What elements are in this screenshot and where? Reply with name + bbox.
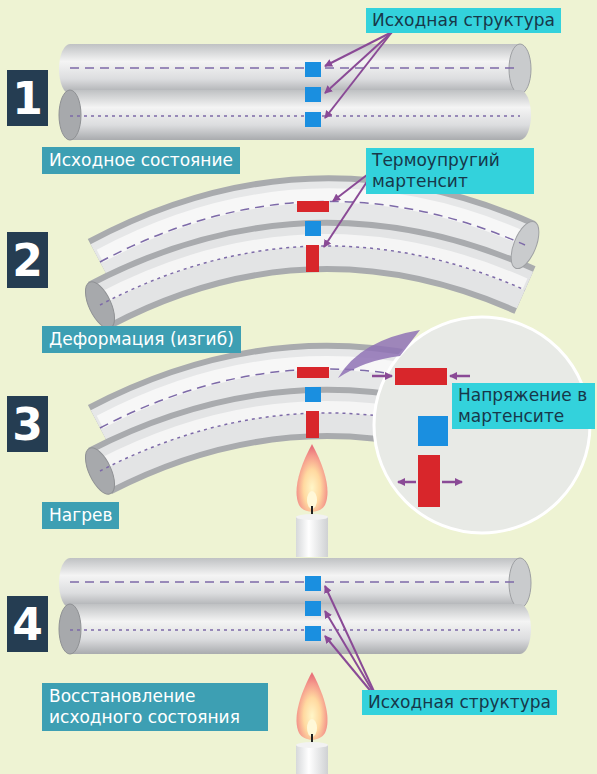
candle [296, 444, 328, 557]
label-text: Исходное состояние [49, 150, 233, 171]
leader-lines [325, 586, 378, 700]
step-label: Восстановление исходного состояния [42, 683, 268, 731]
callout-box: Термоупругий мартенсит [366, 148, 534, 194]
step-label: Нагрев [42, 502, 119, 529]
step-number: 4 [7, 596, 48, 652]
step-number: 2 [7, 232, 48, 288]
candle [296, 672, 328, 774]
step-number: 1 [7, 70, 48, 126]
rod-straight [59, 558, 531, 654]
callout-box: Исходная структура [362, 690, 557, 715]
label-text: Деформация (изгиб) [49, 329, 234, 350]
callout-box: Исходная структура [366, 8, 561, 33]
callout-number: 3 [12, 399, 43, 450]
callout-number: 2 [12, 235, 43, 286]
callout-number: 4 [12, 599, 43, 650]
leader-lines [325, 32, 392, 118]
magnified-inset [338, 317, 590, 533]
rod-straight [59, 44, 531, 140]
label-text: Нагрев [49, 505, 112, 526]
rod-bent [79, 195, 544, 332]
callout-number: 1 [12, 73, 43, 124]
label-text: Исходная структура [372, 10, 555, 31]
step-number: 3 [7, 396, 48, 452]
label-text: Напряжение в мартенсите [458, 385, 589, 427]
label-text: Исходная структура [368, 692, 551, 713]
label-text: Восстановление исходного состояния [49, 686, 261, 728]
label-text: Термоупругий мартенсит [372, 150, 528, 192]
step-label: Исходное состояние [42, 147, 240, 174]
step-label: Деформация (изгиб) [42, 326, 241, 353]
callout-box: Напряжение в мартенсите [452, 383, 595, 429]
